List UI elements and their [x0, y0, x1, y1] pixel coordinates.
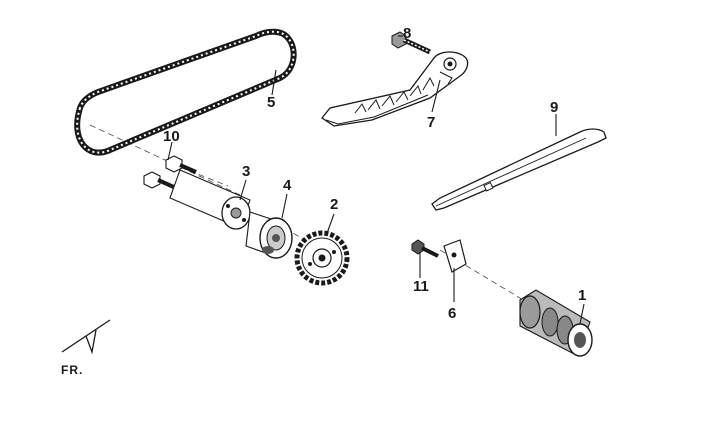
sprocket-shaft-plate: [169, 169, 251, 230]
front-direction-arrow-icon: [61, 319, 111, 355]
callout-4: 4: [283, 177, 292, 194]
callout-10: 10: [163, 128, 180, 145]
cam-hub: [245, 211, 293, 259]
callout-11: 11: [413, 278, 429, 295]
timing-chain: [74, 28, 297, 156]
callout-5: 5: [267, 94, 276, 111]
callout-9: 9: [550, 99, 559, 116]
camshaft: [519, 289, 593, 357]
callout-leader-lines: [167, 35, 585, 325]
camshaft-stopper-plate: [443, 239, 467, 273]
callout-6: 6: [448, 305, 457, 322]
chain-guide-rail: [431, 128, 607, 211]
callout-3: 3: [242, 163, 251, 180]
callout-1: 1: [578, 287, 587, 304]
cam-sprocket: [294, 230, 350, 286]
assembly-axis-lines: [89, 124, 541, 311]
front-direction-label: FR.: [61, 363, 84, 377]
bolts-pair: [143, 155, 197, 190]
chain-tensioner-arm: [321, 51, 469, 127]
callout-2: 2: [330, 196, 339, 213]
callout-8: 8: [403, 25, 412, 42]
stopper-bolt: [411, 239, 439, 258]
callout-7: 7: [427, 114, 436, 131]
